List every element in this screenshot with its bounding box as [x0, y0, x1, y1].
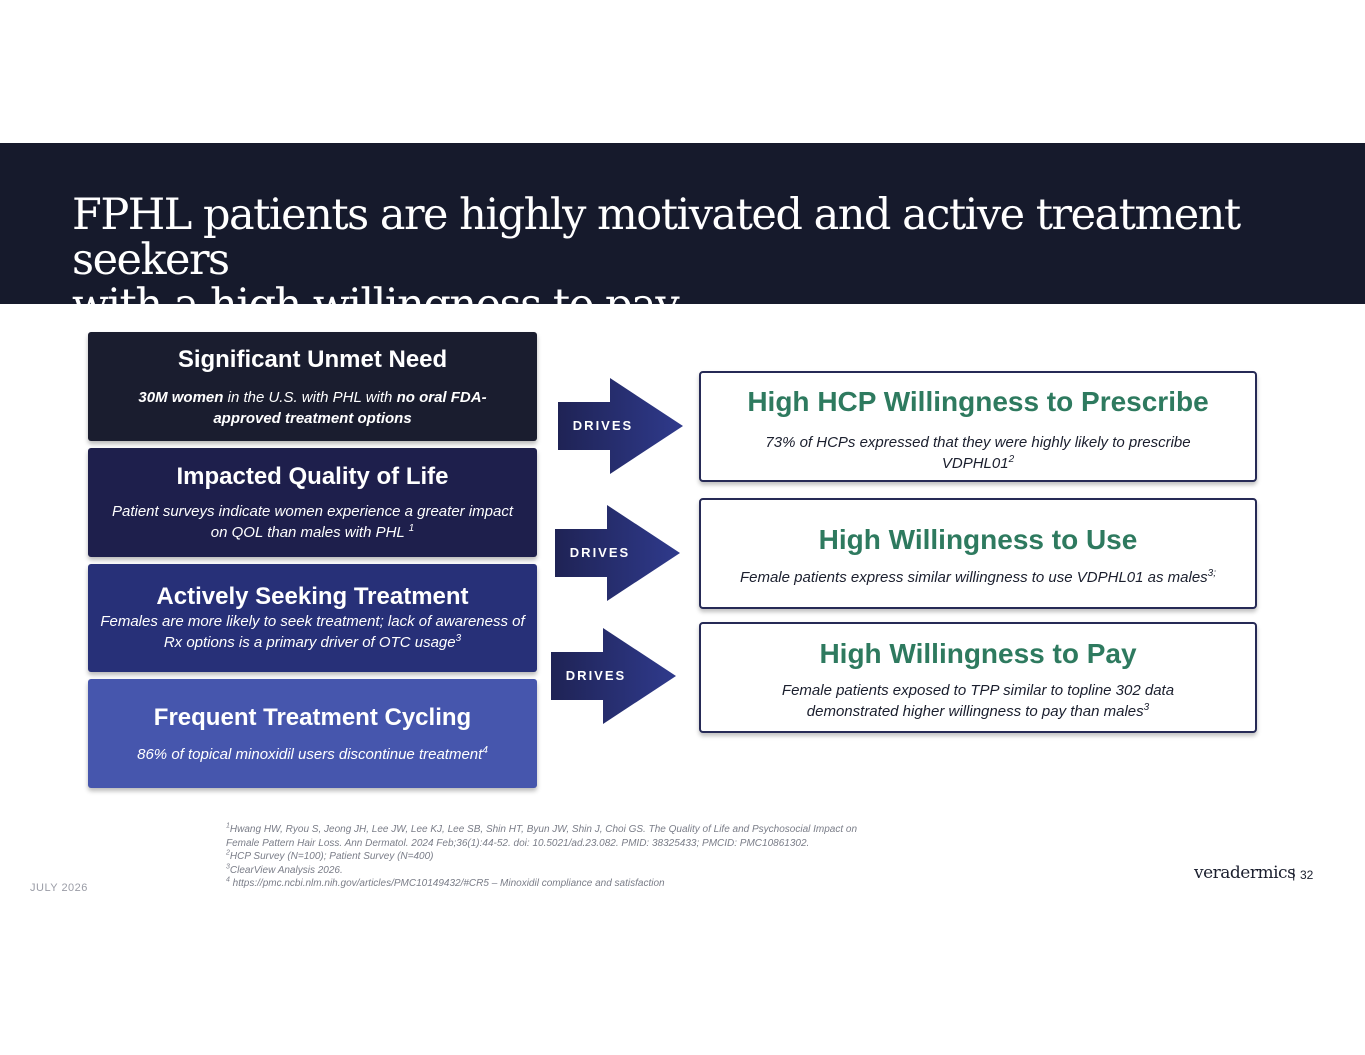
page-number: 32 — [1300, 868, 1314, 882]
drives-arrow-1: DRIVES — [558, 378, 688, 474]
footnote-ref: 3 — [1143, 702, 1150, 713]
driver-box-seeking-treatment: Actively Seeking Treatment Females are m… — [88, 564, 537, 672]
outcome-title: High Willingness to Use — [818, 524, 1138, 555]
driver-description: 30M women in the U.S. with PHL with no o… — [88, 387, 537, 429]
footnote-ref: 3; — [1207, 568, 1217, 579]
driver-box-quality-of-life: Impacted Quality of Life Patient surveys… — [88, 448, 537, 557]
footnote-number: 2 — [226, 849, 230, 857]
arrow-shape-icon — [558, 378, 683, 474]
outcome-text: Female patients exposed to TPP similar t… — [781, 682, 1175, 720]
footnote-line: Female Pattern Hair Loss. Ann Dermatol. … — [226, 837, 906, 851]
outcome-description: 73% of HCPs expressed that they were hig… — [701, 432, 1255, 474]
driver-description: 86% of topical minoxidil users discontin… — [88, 744, 537, 765]
footnote-number: 1 — [226, 822, 230, 830]
outcome-description: Female patients express similar willingn… — [701, 567, 1255, 588]
driver-title: Impacted Quality of Life — [176, 463, 449, 490]
outcome-title: High Willingness to Pay — [819, 638, 1137, 669]
driver-highlight: no oral FDA-approved treatment options — [213, 389, 487, 427]
slide-title-line-1: FPHL patients are highly motivated and a… — [72, 190, 1241, 285]
footnote-ref: 1 — [408, 523, 415, 534]
driver-title: Significant Unmet Need — [177, 346, 448, 373]
footnote-ref: 4 — [482, 745, 488, 756]
brand-logo: veradermics — [1194, 863, 1296, 883]
footnote-text: ClearView Analysis 2026. — [229, 864, 343, 876]
footnote-line: 3ClearView Analysis 2026. — [226, 863, 906, 878]
title-band — [0, 143, 1365, 304]
outcome-box-prescribe: High HCP Willingness to Prescribe 73% of… — [699, 371, 1257, 482]
footnote-line: 1Hwang HW, Ryou S, Jeong JH, Lee JW, Lee… — [226, 823, 906, 837]
footnote-text: Female Pattern Hair Loss. Ann Dermatol. … — [226, 837, 810, 849]
footnote-ref: 3 — [455, 633, 462, 644]
footnote-ref: 2 — [1008, 454, 1015, 465]
outcome-text: 73% of HCPs expressed that they were hig… — [765, 434, 1191, 472]
driver-text: Patient surveys indicate women experienc… — [111, 503, 514, 541]
drives-arrow-2: DRIVES — [555, 505, 685, 601]
outcome-title: High HCP Willingness to Prescribe — [747, 386, 1209, 417]
driver-text: 86% of topical minoxidil users discontin… — [137, 746, 483, 763]
footnotes: 1Hwang HW, Ryou S, Jeong JH, Lee JW, Lee… — [226, 823, 906, 891]
footnote-line: 4 https://pmc.ncbi.nlm.nih.gov/articles/… — [226, 877, 906, 891]
driver-highlight: 30M women — [138, 389, 224, 406]
slide-title-line-2: with a high willingness to pay — [72, 280, 680, 330]
arrow-shape-icon — [555, 505, 680, 601]
footer-separator: | — [1292, 866, 1296, 881]
driver-title: Frequent Treatment Cycling — [153, 704, 472, 731]
arrow-label: DRIVES — [572, 418, 634, 433]
outcome-box-use: High Willingness to Use Female patients … — [699, 498, 1257, 609]
driver-box-treatment-cycling: Frequent Treatment Cycling 86% of topica… — [88, 679, 537, 788]
arrow-shape-icon — [551, 628, 676, 724]
driver-description: Patient surveys indicate women experienc… — [88, 501, 537, 543]
driver-box-unmet-need: Significant Unmet Need 30M women in the … — [88, 332, 537, 441]
outcome-text: Female patients express similar willingn… — [739, 569, 1208, 586]
footnote-text: HCP Survey (N=100); Patient Survey (N=40… — [229, 851, 434, 862]
footnote-text: https://pmc.ncbi.nlm.nih.gov/articles/PM… — [229, 878, 665, 889]
driver-text: in the U.S. with PHL with — [223, 389, 397, 406]
footnote-text: Hwang HW, Ryou S, Jeong JH, Lee JW, Lee … — [229, 824, 858, 835]
outcome-box-pay: High Willingness to Pay Female patients … — [699, 622, 1257, 733]
footnote-number: 3 — [226, 863, 230, 871]
driver-text: Females are more likely to seek treatmen… — [100, 613, 525, 651]
drives-arrow-3: DRIVES — [551, 628, 681, 724]
driver-title: Actively Seeking Treatment — [156, 583, 469, 610]
driver-description: Females are more likely to seek treatmen… — [88, 611, 537, 653]
footer-date: JULY 2026 — [30, 882, 88, 894]
footnote-line: 2HCP Survey (N=100); Patient Survey (N=4… — [226, 850, 906, 864]
arrow-label: DRIVES — [569, 545, 631, 560]
footnote-number: 4 — [226, 876, 230, 884]
arrow-label: DRIVES — [565, 668, 627, 683]
outcome-description: Female patients exposed to TPP similar t… — [701, 680, 1255, 722]
slide-title: FPHL patients are highly motivated and a… — [72, 193, 1292, 328]
